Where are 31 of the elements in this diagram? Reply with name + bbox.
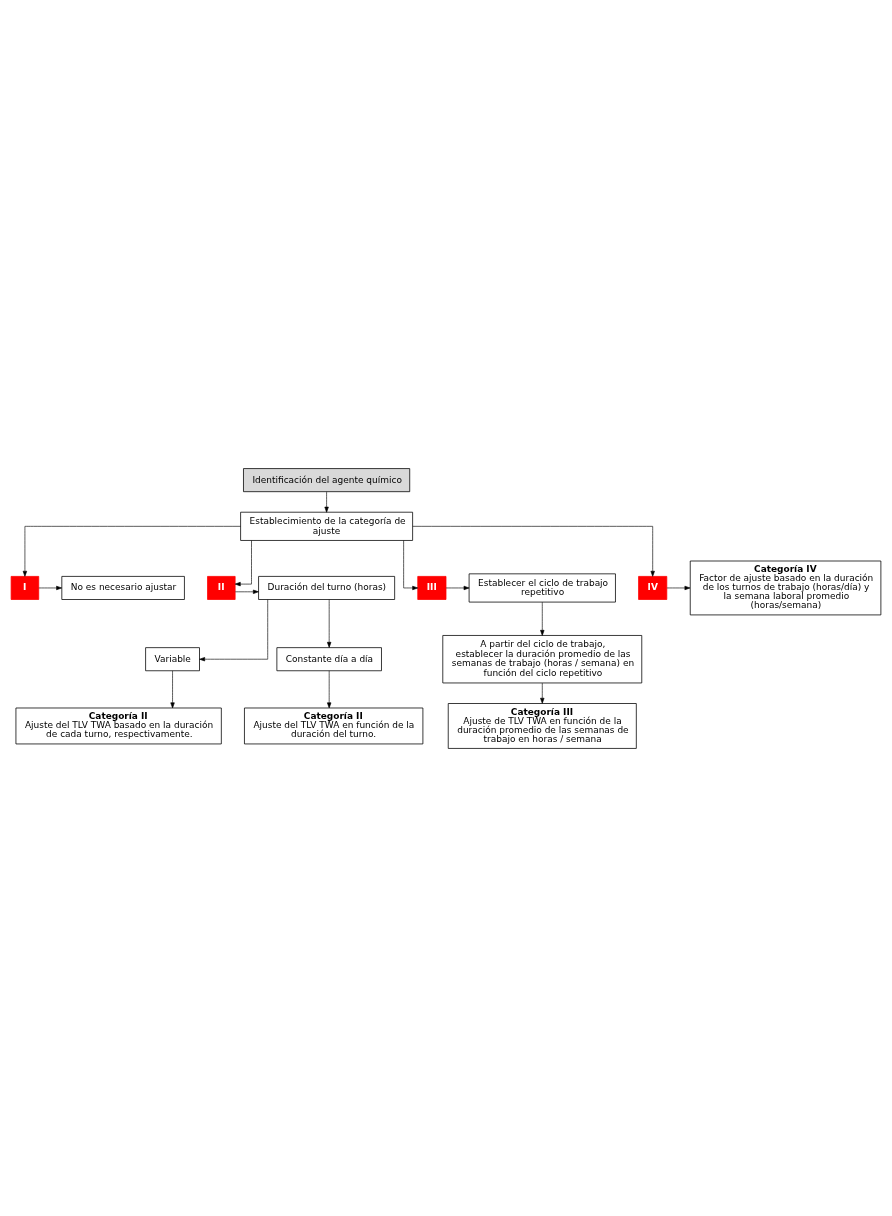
arrow — [235, 589, 259, 594]
arrow — [199, 598, 269, 661]
arrow — [38, 585, 62, 590]
arrow — [445, 585, 470, 590]
node-box: III — [417, 575, 447, 600]
node-box: Variable — [145, 646, 200, 671]
arrow — [327, 670, 332, 708]
node-box: Categoría IV Factor de ajuste basado en la duración de los turnos de trabajo (horas/día) y la semana laboral promedio (horas/semana) — [689, 560, 882, 615]
arrow — [324, 490, 329, 512]
arrow — [403, 539, 419, 590]
arrow — [540, 682, 545, 704]
node-box: Constante día a día — [276, 646, 382, 671]
node-box: Duración del turno (horas) — [258, 575, 396, 600]
arrow — [170, 670, 175, 708]
node-box: Categoría II Ajuste del TLV TWA basado en la duración de cada turno, respectivamente. — [15, 707, 222, 744]
node-box: IV — [638, 575, 668, 600]
node-box: Identificación del agente químico — [243, 467, 411, 492]
node-box: II — [207, 575, 236, 600]
arrow — [412, 525, 655, 577]
arrow — [666, 585, 691, 590]
node-box: Categoría II Ajuste del TLV TWA en función de la duración del turno. — [244, 707, 424, 744]
arrow — [234, 539, 252, 586]
node-box: I — [10, 575, 40, 600]
node-box: A partir del ciclo de trabajo, establecer la duración promedio de las semanas de trabajo (horas / semana) en función del ciclo repetitivo — [442, 634, 643, 683]
arrow — [22, 525, 241, 577]
node-box: Establecer el ciclo de trabajo repetitivo — [468, 572, 616, 602]
node-box: No es necesario ajustar — [61, 575, 185, 600]
node-box: Categoría III Ajuste de TLV TWA en función de la duración promedio de las semanas de trabajo en horas / semana — [447, 702, 637, 749]
node-box: Establecimiento de la categoría de ajuste — [240, 511, 413, 541]
arrow — [327, 598, 332, 648]
arrow — [540, 601, 545, 636]
